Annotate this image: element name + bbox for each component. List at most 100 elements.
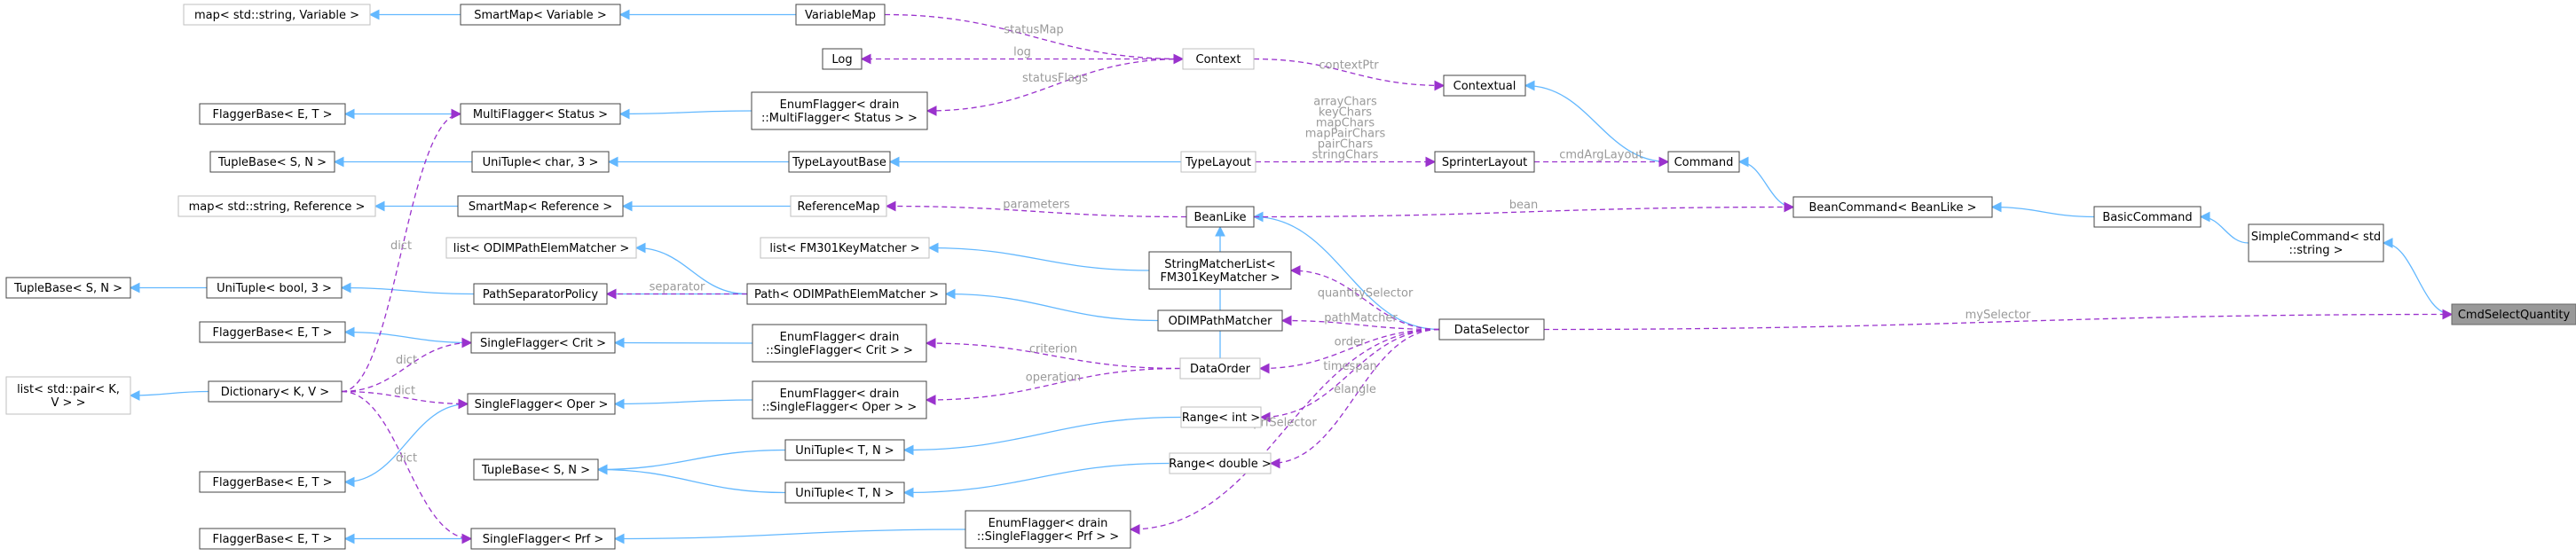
- class-node-enumflagger-prf[interactable]: EnumFlagger< drain::SingleFlagger< Prf >…: [965, 510, 1131, 549]
- class-node-enumflagger-oper[interactable]: EnumFlagger< drain::SingleFlagger< Oper …: [752, 380, 927, 419]
- class-node-referencemap[interactable]: ReferenceMap: [790, 195, 887, 217]
- class-node-label: EnumFlagger< drain: [989, 517, 1108, 530]
- inheritance-edge-dictionary-to-list_pair: [129, 390, 209, 401]
- class-node-label: Range< double >: [1169, 458, 1272, 471]
- class-node-label: Log: [831, 53, 852, 67]
- class-node-flaggerbase-3[interactable]: FlaggerBase< E, T >: [199, 471, 346, 493]
- class-node-log[interactable]: Log: [822, 48, 863, 70]
- class-node-label: SprinterLayout: [1442, 156, 1527, 169]
- class-node-unituple-bool[interactable]: UniTuple< bool, 3 >: [206, 277, 343, 299]
- class-node-tuplebase-sn-2[interactable]: TupleBase< S, N >: [5, 277, 131, 299]
- class-node-pathseparatorpolicy[interactable]: PathSeparatorPolicy: [473, 283, 608, 305]
- class-node-typelayout[interactable]: TypeLayout: [1180, 151, 1256, 173]
- class-node-command[interactable]: Command: [1667, 151, 1740, 173]
- usage-edge-dict_1: [341, 108, 462, 393]
- class-node-range-double[interactable]: Range< double >: [1169, 452, 1272, 474]
- class-node-flaggerbase-1[interactable]: FlaggerBase< E, T >: [199, 103, 346, 125]
- class-node-simplecommand[interactable]: SimpleCommand< std::string >: [2248, 223, 2384, 262]
- class-node-flaggerbase-4[interactable]: FlaggerBase< E, T >: [199, 528, 346, 550]
- class-node-range-int[interactable]: Range< int >: [1180, 406, 1262, 428]
- class-node-label: TupleBase< S, N >: [481, 464, 590, 477]
- class-node-path-odim[interactable]: Path< ODIMPathElemMatcher >: [746, 283, 947, 305]
- edge-label-dict-1: dict: [390, 239, 412, 253]
- class-node-stringmatcherlist[interactable]: StringMatcherList<FM301KeyMatcher >: [1148, 251, 1292, 290]
- class-node-label: CmdSelectQuantity: [2458, 309, 2571, 322]
- edge-label-cmdarglayout: cmdArgLayout: [1559, 149, 1643, 162]
- edge-label-criterion: criterion: [1029, 342, 1077, 356]
- edge-label-arraychars: arrayChars: [1313, 96, 1377, 109]
- edge-label-pairchars: pairChars: [1318, 138, 1374, 152]
- inheritance-edge-command-to-contextual: [1524, 80, 1669, 163]
- class-node-list-pair[interactable]: list< std::pair< K,V > >: [5, 376, 131, 415]
- usage-edge-prfselector: [1129, 328, 1440, 535]
- usage-edge-quantityselector: [1289, 265, 1440, 331]
- edge-label-pathmatcher: pathMatcher: [1324, 312, 1398, 325]
- class-node-unituple-char[interactable]: UniTuple< char, 3 >: [471, 151, 610, 173]
- class-node-label: UniTuple< bool, 3 >: [217, 282, 332, 295]
- inheritance-edge-basiccommand-to-beancommand: [1990, 201, 2095, 218]
- class-node-label: EnumFlagger< drain: [780, 331, 900, 344]
- class-node-map-var[interactable]: map< std::string, Variable >: [183, 4, 371, 26]
- usage-edge-statusflags: [926, 58, 1184, 116]
- edge-label-quantityselector: quantitySelector: [1318, 286, 1414, 300]
- class-node-label: BasicCommand: [2102, 211, 2192, 224]
- class-node-singleflagger-prf[interactable]: SingleFlagger< Prf >: [470, 528, 616, 550]
- class-node-variablemap[interactable]: VariableMap: [795, 4, 886, 26]
- class-node-label: SmartMap< Variable >: [474, 9, 606, 22]
- class-node-label: TupleBase< S, N >: [13, 282, 122, 295]
- class-node-beancommand[interactable]: BeanCommand< BeanLike >: [1792, 196, 1993, 218]
- class-node-map-ref[interactable]: map< std::string, Reference >: [177, 195, 376, 217]
- class-node-context[interactable]: Context: [1182, 48, 1255, 70]
- class-node-contextual[interactable]: Contextual: [1443, 74, 1526, 97]
- class-node-dataselector[interactable]: DataSelector: [1438, 318, 1545, 341]
- usage-edge-operation: [925, 367, 1181, 405]
- edge-label-dict-2: dict: [396, 354, 417, 367]
- class-node-label: StringMatcherList<: [1164, 258, 1275, 271]
- class-node-basiccommand[interactable]: BasicCommand: [2093, 206, 2202, 228]
- edge-layer: [129, 9, 2454, 544]
- class-node-flaggerbase-2[interactable]: FlaggerBase< E, T >: [199, 321, 346, 343]
- usage-edge-dict_2: [341, 337, 473, 393]
- class-node-multiflagger[interactable]: MultiFlagger< Status >: [460, 103, 621, 125]
- class-node-label: ::MultiFlagger< Status > >: [761, 112, 918, 125]
- class-node-label: ReferenceMap: [798, 200, 880, 214]
- class-node-sprinterlayout[interactable]: SprinterLayout: [1434, 151, 1535, 173]
- inheritance-edge-unituple_tn_1-to-tuplebase_sn_3: [596, 449, 786, 475]
- class-node-unituple-tn-1[interactable]: UniTuple< T, N >: [784, 439, 905, 461]
- class-node-enumflagger-status[interactable]: EnumFlagger< drain::MultiFlagger< Status…: [751, 91, 928, 130]
- edge-label-parameters: parameters: [1003, 199, 1070, 212]
- class-node-typelayoutbase[interactable]: TypeLayoutBase: [788, 151, 891, 173]
- class-node-odimpathmatcher[interactable]: ODIMPathMatcher: [1157, 309, 1283, 332]
- class-node-unituple-tn-2[interactable]: UniTuple< T, N >: [784, 482, 905, 504]
- class-node-label: ::string >: [2288, 244, 2343, 257]
- class-node-enumflagger-crit[interactable]: EnumFlagger< drain::SingleFlagger< Crit …: [752, 324, 927, 363]
- class-node-dataorder[interactable]: DataOrder: [1179, 357, 1261, 380]
- usage-edge-contextptr: [1253, 58, 1446, 91]
- edge-label-keychars: keyChars: [1319, 106, 1372, 120]
- class-node-beanlike[interactable]: BeanLike: [1186, 206, 1255, 228]
- class-node-singleflagger-oper[interactable]: SingleFlagger< Oper >: [467, 393, 616, 415]
- class-node-label: Range< int >: [1182, 411, 1260, 425]
- class-node-label: ::SingleFlagger< Oper > >: [762, 401, 918, 414]
- class-node-tuplebase-sn-1[interactable]: TupleBase< S, N >: [209, 151, 335, 173]
- class-node-label: map< std::string, Reference >: [189, 200, 366, 214]
- class-node-list-fm301[interactable]: list< FM301KeyMatcher >: [760, 237, 930, 259]
- edge-label-bean: bean: [1509, 199, 1538, 212]
- class-node-list-odim[interactable]: list< ODIMPathElemMatcher >: [445, 237, 637, 259]
- class-node-label: SimpleCommand< std: [2251, 231, 2381, 244]
- class-node-label: map< std::string, Variable >: [194, 9, 359, 22]
- class-node-tuplebase-sn-3[interactable]: TupleBase< S, N >: [473, 458, 599, 481]
- class-node-singleflagger-crit[interactable]: SingleFlagger< Crit >: [470, 332, 616, 354]
- class-node-label: V > >: [51, 396, 86, 410]
- class-node-cmdselectquantity[interactable]: CmdSelectQuantity: [2451, 303, 2576, 325]
- class-node-smartmap-ref[interactable]: SmartMap< Reference >: [457, 195, 624, 217]
- class-node-label: SingleFlagger< Prf >: [483, 533, 603, 546]
- class-node-dictionary[interactable]: Dictionary< K, V >: [208, 380, 343, 403]
- class-node-label: BeanLike: [1193, 211, 1246, 224]
- class-node-smartmap-var[interactable]: SmartMap< Variable >: [460, 4, 621, 26]
- class-node-label: DataSelector: [1454, 324, 1530, 337]
- edge-label-myselector: mySelector: [1965, 309, 2031, 322]
- class-node-label: Command: [1674, 156, 1734, 169]
- edge-label-log: log: [1013, 46, 1031, 59]
